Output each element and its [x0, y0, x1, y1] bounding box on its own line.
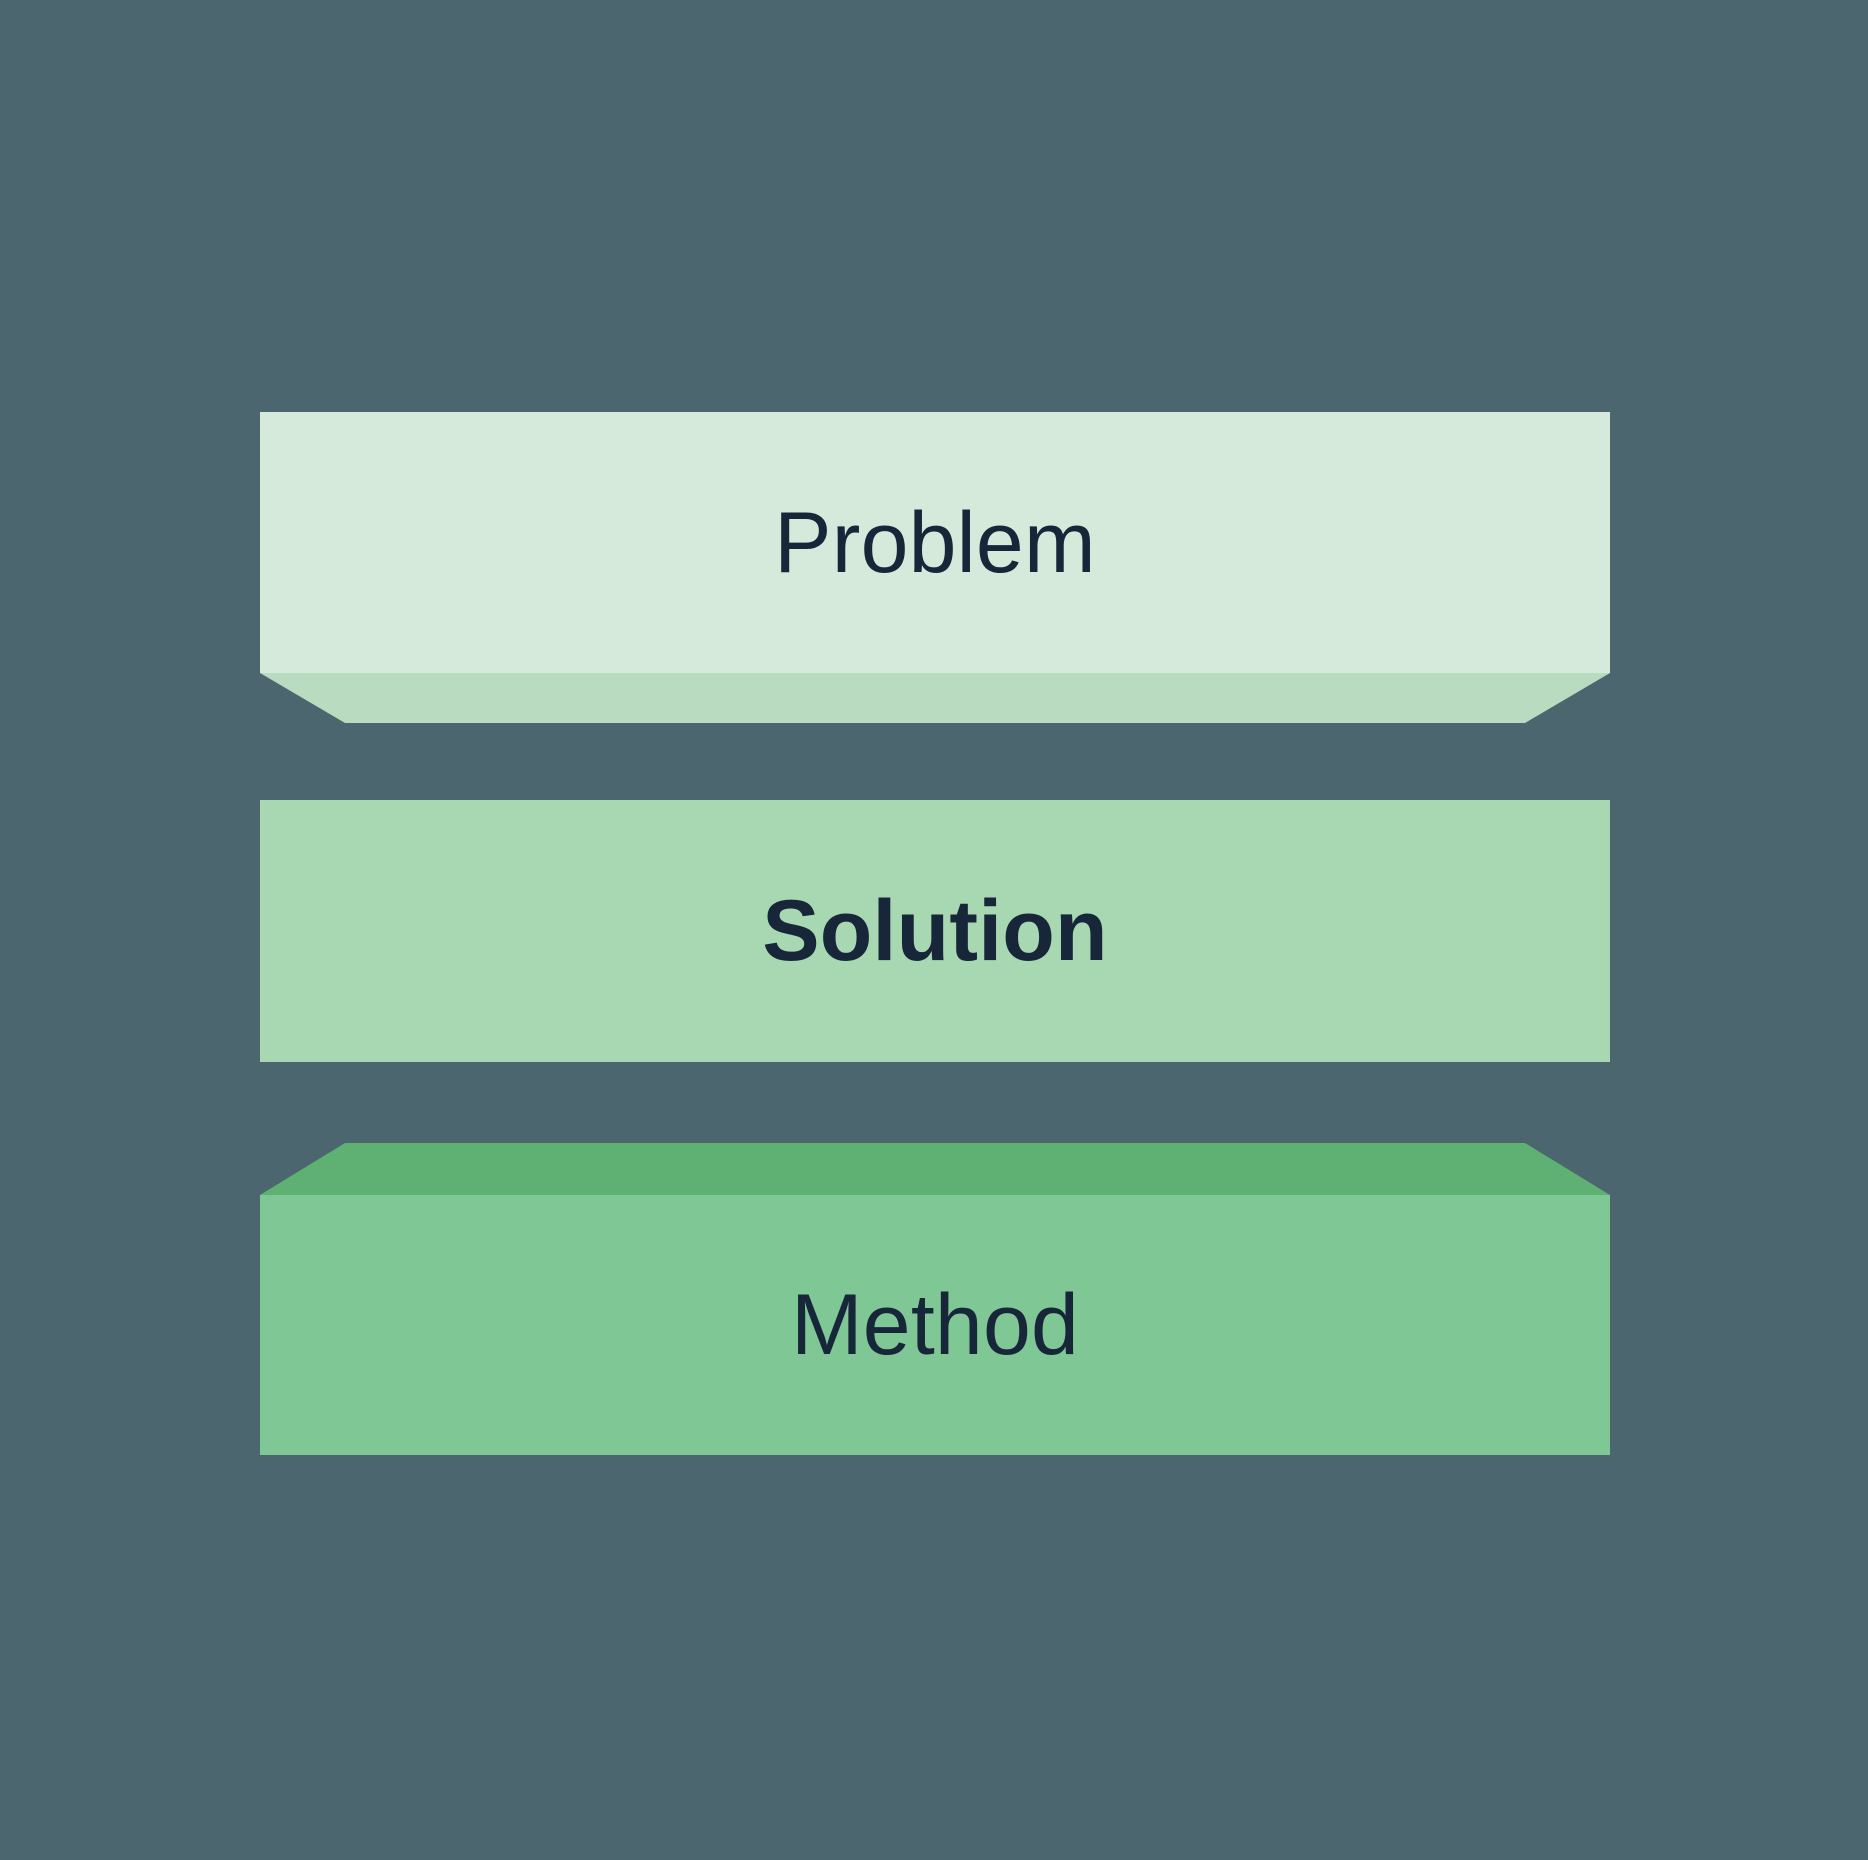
- layer-method-front-face[interactable]: Method: [260, 1195, 1610, 1455]
- layer-method-top-edge-shape: [260, 1143, 1610, 1195]
- layer-problem-front-face[interactable]: Problem: [260, 412, 1610, 673]
- layer-solution-label: Solution: [762, 883, 1108, 979]
- layer-method[interactable]: Method: [260, 1143, 1610, 1455]
- layer-solution-front-face[interactable]: Solution: [260, 800, 1610, 1062]
- layer-problem-label: Problem: [774, 494, 1096, 591]
- layer-problem[interactable]: Problem: [260, 412, 1610, 723]
- layer-solution[interactable]: Solution: [260, 800, 1610, 1062]
- layer-method-top-edge: [260, 1143, 1610, 1195]
- layer-problem-bottom-edge: [260, 673, 1610, 723]
- layer-method-label: Method: [790, 1277, 1080, 1373]
- layer-problem-bottom-edge-shape: [260, 673, 1610, 723]
